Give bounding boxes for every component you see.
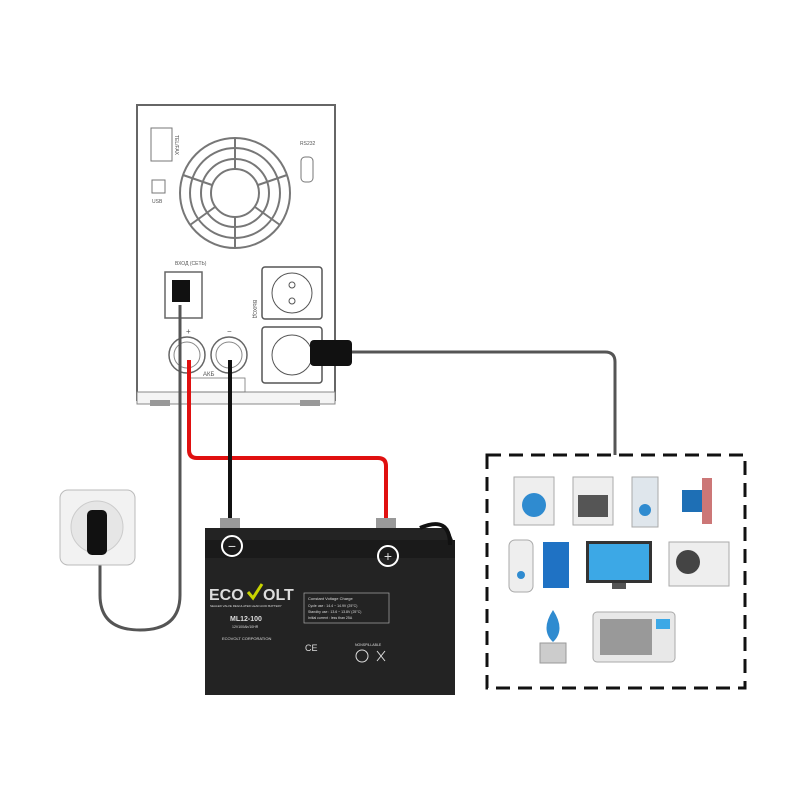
gas-boiler-icon bbox=[543, 542, 569, 588]
battery-model: ML12-100 bbox=[230, 616, 262, 623]
circulation-pump-icon bbox=[682, 478, 712, 524]
mains-cable bbox=[98, 305, 182, 632]
brand-logo-right: OLT bbox=[263, 587, 294, 604]
spec-line: Cycle use : 14.4 ~ 14.9V (25°C) bbox=[308, 604, 357, 608]
nonspillable-label: NONSPILLABLE bbox=[355, 643, 382, 647]
brand-check-icon bbox=[246, 583, 264, 601]
refrigerator-icon bbox=[631, 476, 659, 528]
positive-terminal-icon bbox=[377, 545, 399, 567]
spec-line: Standby use : 13.6 ~ 13.8V (25°C) bbox=[308, 610, 361, 614]
ce-mark: CE bbox=[305, 643, 318, 653]
battery-company: ECOVOLT CORPORATION bbox=[222, 636, 271, 641]
usb-port bbox=[151, 179, 166, 194]
output-label: ВЫХОД bbox=[251, 300, 257, 319]
battery: − + ECO OLT SEALED VALVE REGULATED LEAD … bbox=[205, 518, 455, 695]
usb-label: USB bbox=[152, 199, 163, 205]
output-outlet-1 bbox=[261, 266, 323, 320]
telfax-port bbox=[150, 127, 173, 162]
positive-terminal-label: + bbox=[384, 548, 392, 564]
battery-rating: 12V100Ah/10HR bbox=[232, 625, 259, 629]
wall-plug bbox=[87, 510, 107, 555]
recycle-icon bbox=[355, 649, 369, 663]
rs232-label: RS232 bbox=[300, 141, 316, 147]
battery-subtitle: SEALED VALVE REGULATED LEAD ACID BATTERY bbox=[210, 604, 282, 608]
spec-title: Constant Voltage Charge bbox=[308, 596, 353, 601]
washing-machine-icon bbox=[513, 476, 555, 526]
input-label: ВХОД (СЕТЬ) bbox=[175, 261, 207, 267]
ups-unit: TEL/FAX USB RS232 ВХОД (СЕТЬ) ВЫХОД + − … bbox=[136, 104, 336, 406]
fan-grille bbox=[179, 137, 291, 249]
brand-logo-left: ECO bbox=[209, 587, 244, 604]
plus-label: + bbox=[186, 327, 191, 336]
no-trash-icon bbox=[376, 650, 386, 662]
loads-box bbox=[485, 453, 747, 690]
minus-label: − bbox=[227, 327, 232, 336]
microwave-icon bbox=[592, 611, 676, 663]
wall-outlet bbox=[59, 489, 136, 566]
rs232-port bbox=[300, 156, 314, 183]
spec-line: Initial current : less than 25A bbox=[308, 616, 353, 620]
monitor-icon bbox=[586, 541, 652, 589]
water-cooler-icon bbox=[539, 610, 567, 664]
input-plug bbox=[172, 280, 190, 302]
negative-terminal-icon bbox=[221, 535, 243, 557]
water-heater-icon bbox=[508, 539, 534, 593]
air-conditioner-icon bbox=[668, 541, 730, 587]
negative-terminal-label: − bbox=[228, 538, 236, 554]
battery-port-label: АКБ bbox=[203, 372, 214, 378]
telfax-label: TEL/FAX bbox=[173, 135, 179, 156]
red-wire bbox=[187, 360, 388, 527]
output-plug bbox=[310, 340, 352, 366]
load-cable bbox=[322, 350, 617, 455]
oven-icon bbox=[572, 476, 614, 526]
